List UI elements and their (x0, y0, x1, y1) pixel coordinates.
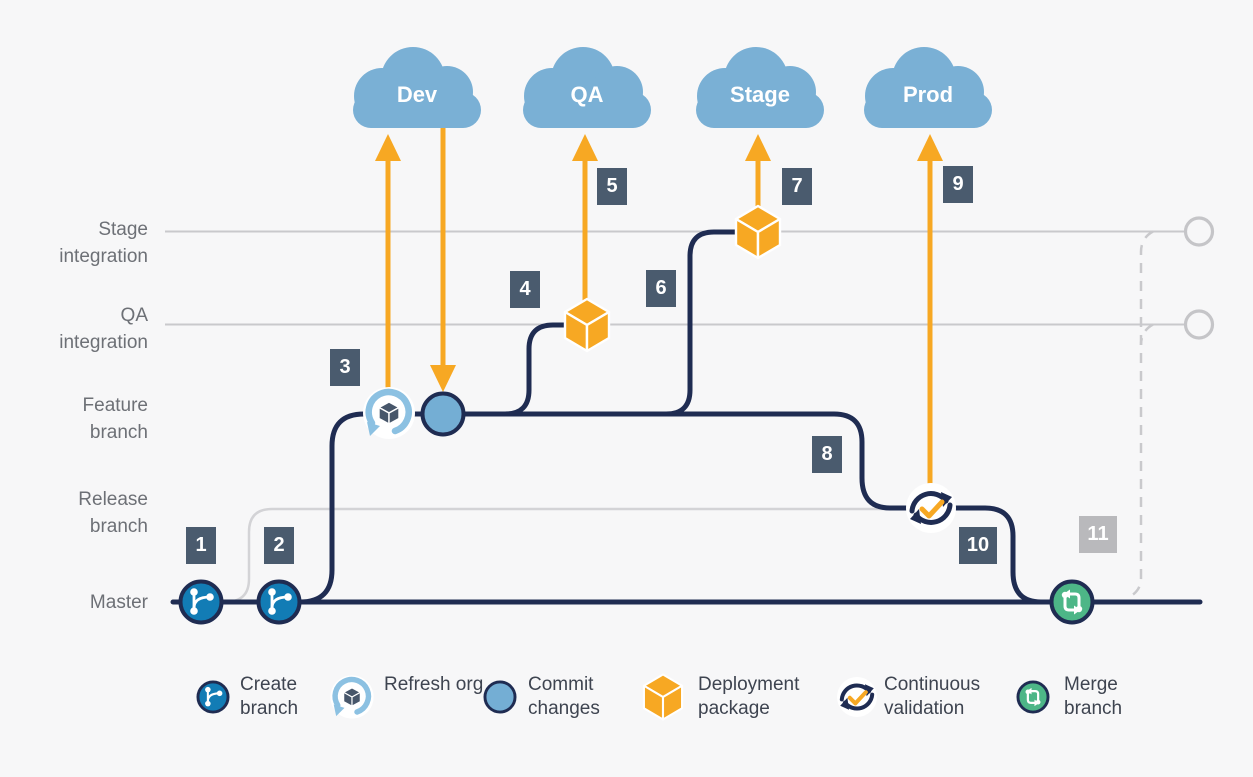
stage-up-arrowhead (745, 134, 771, 161)
merge-branch-icon (1049, 579, 1095, 625)
qa-up-arrowhead (572, 134, 598, 161)
commit-changes-icon (483, 680, 517, 714)
deployment-package-icon (734, 204, 782, 260)
dev-up-arrowhead (375, 134, 401, 161)
qa-branch-path (502, 322, 571, 417)
refresh-org-icon (363, 387, 415, 439)
continuous-validation-icon (835, 675, 879, 719)
refresh-org-icon (330, 675, 373, 718)
stage-lane-end-circle (1183, 216, 1215, 247)
feature-release-path (297, 411, 1044, 605)
stage-cloud (696, 47, 824, 128)
commit-changes-icon (420, 391, 466, 437)
create-branch-icon (256, 579, 302, 625)
legend-icons (196, 673, 1050, 721)
stage-branch-path (663, 229, 741, 417)
deployment-package-icon (642, 673, 684, 721)
dev-cloud (353, 47, 481, 128)
lane-lines (165, 230, 1186, 604)
prod-up-arrowhead (917, 134, 943, 161)
qa-cloud (523, 47, 651, 128)
merge-branch-icon (1016, 680, 1050, 714)
continuous-validation-icon (906, 483, 956, 533)
flow-paths (170, 229, 1203, 605)
prod-cloud (864, 47, 992, 128)
deploy-arrows (375, 128, 943, 484)
create-branch-icon (196, 680, 230, 714)
env-clouds (353, 47, 992, 128)
qa-lane-end-circle (1183, 309, 1215, 340)
dev-down-arrowhead (430, 365, 456, 392)
deployment-package-icon (563, 297, 611, 353)
create-branch-icon (178, 579, 224, 625)
merge-back-dashed-line (1126, 230, 1154, 600)
